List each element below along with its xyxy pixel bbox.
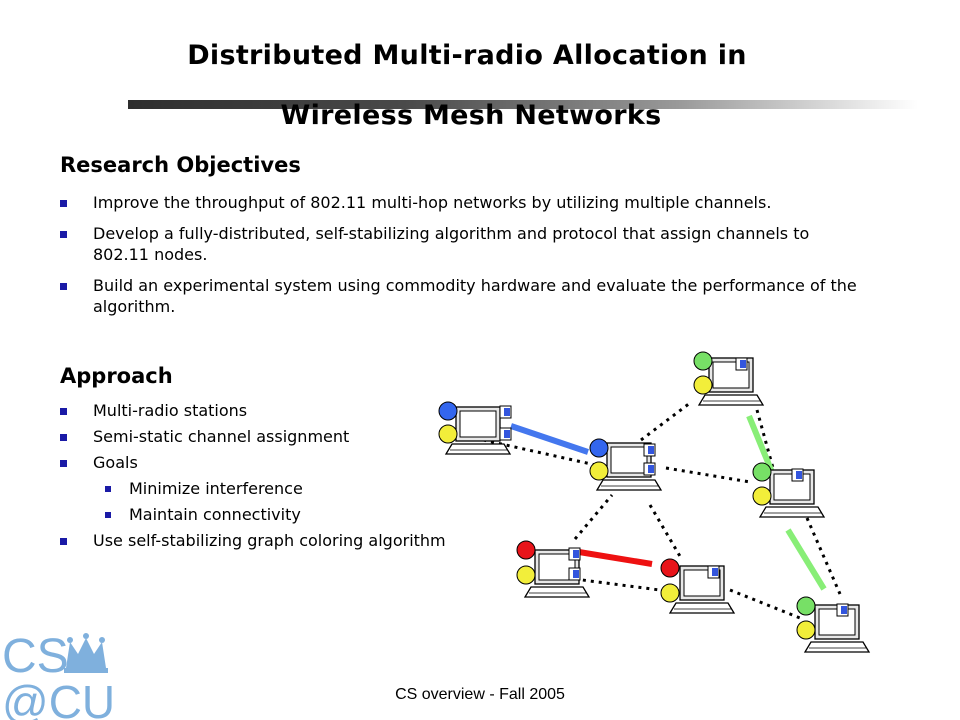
- laptop-icon: [669, 565, 735, 614]
- approach-item: Goals: [60, 452, 450, 473]
- approach-subitem: Maintain connectivity: [105, 504, 450, 525]
- radio-green-icon: [796, 596, 816, 616]
- mesh-node: [752, 462, 825, 518]
- approach-item: Use self-stabilizing graph coloring algo…: [60, 530, 450, 551]
- logo-line-2: @CU: [2, 676, 114, 720]
- radio-yellow-icon: [516, 565, 536, 585]
- laptop-icon: [759, 469, 825, 518]
- dotted-link: [805, 517, 842, 595]
- title-underline-bar: [128, 100, 918, 109]
- dotted-link: [755, 409, 775, 469]
- channel-link-red: [578, 549, 653, 567]
- dotted-link: [451, 431, 601, 468]
- bullet-square-icon: [60, 460, 67, 467]
- bullet-square-icon: [60, 231, 67, 238]
- radio-red-icon: [660, 558, 680, 578]
- radio-card-icon: [568, 547, 581, 561]
- mesh-node: [660, 558, 735, 614]
- channel-link-green: [746, 414, 786, 501]
- approach-heading: Approach: [60, 364, 173, 388]
- cs-at-cu-logo: CS @CU: [2, 630, 114, 720]
- laptop-icon: [445, 406, 511, 455]
- laptop-icon: [698, 357, 764, 406]
- bullet-square-icon: [60, 200, 67, 207]
- dotted-link: [665, 466, 751, 484]
- radio-card-icon: [643, 462, 656, 476]
- approach-subitem: Minimize interference: [105, 478, 450, 499]
- logo-line-1: CS: [2, 630, 69, 683]
- crown-icon: [64, 633, 108, 673]
- dotted-link: [729, 588, 801, 620]
- objectives-heading: Research Objectives: [60, 153, 301, 177]
- slide-title-line-1: Distributed Multi-radio Allocation in: [187, 40, 747, 71]
- bullet-square-icon: [60, 434, 67, 441]
- mesh-node: [589, 438, 662, 491]
- dotted-link: [566, 576, 676, 594]
- dotted-link: [648, 504, 683, 559]
- radio-red-icon: [516, 540, 536, 560]
- bullet-square-icon: [60, 538, 67, 545]
- dotted-link: [640, 401, 691, 442]
- channel-link-green: [785, 528, 827, 591]
- approach-item: Semi-static channel assignment: [60, 426, 450, 447]
- radio-yellow-icon: [589, 461, 609, 481]
- dotted-links: [451, 401, 842, 620]
- bullet-square-icon: [60, 283, 67, 290]
- radio-green-icon: [752, 462, 772, 482]
- radio-card-icon: [499, 427, 512, 441]
- radio-card-icon: [836, 603, 849, 617]
- objective-item: Improve the throughput of 802.11 multi-h…: [60, 192, 860, 213]
- radio-yellow-icon: [796, 620, 816, 640]
- bullet-square-icon: [105, 512, 111, 518]
- slide-footer: CS overview - Fall 2005: [395, 686, 565, 703]
- radio-card-icon: [568, 567, 581, 581]
- mesh-node: [693, 351, 764, 406]
- radio-yellow-icon: [752, 486, 772, 506]
- objective-item: Develop a fully-distributed, self-stabil…: [60, 223, 860, 265]
- objective-item: Build an experimental system using commo…: [60, 275, 860, 317]
- radio-green-icon: [693, 351, 713, 371]
- approach-item: Multi-radio stations: [60, 400, 450, 421]
- radio-card-icon: [707, 565, 720, 579]
- mesh-node: [796, 596, 870, 653]
- channel-link-blue: [510, 423, 589, 455]
- dotted-link: [573, 494, 614, 540]
- radio-blue-icon: [589, 438, 609, 458]
- bullet-square-icon: [60, 408, 67, 415]
- mesh-node: [516, 540, 590, 598]
- radio-card-icon: [499, 405, 512, 419]
- slide-title-line-2: Wireless Mesh Networks: [280, 100, 662, 131]
- bullet-square-icon: [105, 486, 111, 492]
- radio-yellow-icon: [693, 375, 713, 395]
- approach-list: Multi-radio stations Semi-static channel…: [60, 400, 450, 556]
- radio-card-icon: [791, 468, 804, 482]
- radio-card-icon: [735, 357, 748, 371]
- laptop-icon: [524, 549, 590, 598]
- laptop-icon: [596, 442, 662, 491]
- radio-card-icon: [643, 443, 656, 457]
- laptop-icon: [804, 604, 870, 653]
- radio-yellow-icon: [660, 583, 680, 603]
- objectives-list: Improve the throughput of 802.11 multi-h…: [60, 192, 860, 327]
